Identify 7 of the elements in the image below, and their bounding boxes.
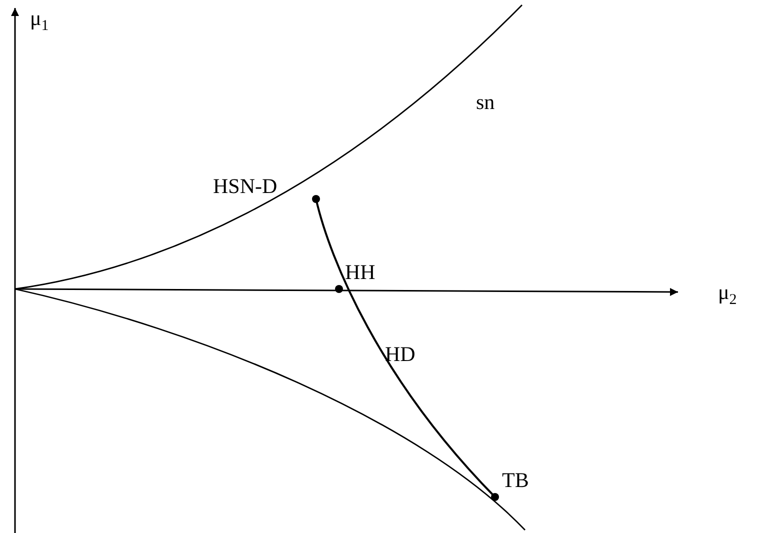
curve-label: sn <box>476 92 495 113</box>
axis-label: μ$_{2}$ <box>718 282 737 308</box>
point-label: TB <box>502 470 529 491</box>
axis-label: μ$_{1}$ <box>30 8 49 34</box>
curve-label: HD <box>385 344 416 365</box>
point-label: HH <box>345 262 376 283</box>
point-label: HSN-D <box>213 176 278 197</box>
